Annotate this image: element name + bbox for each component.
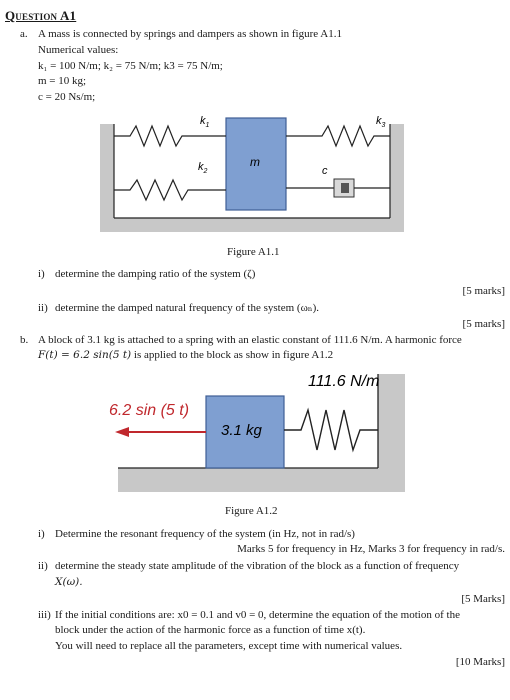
label-k1-sub: 1 xyxy=(206,122,210,129)
block xyxy=(205,395,285,469)
question-title: Question A1 xyxy=(5,8,77,23)
spring-constants-line: k₁ = 100 N/m; k₂ = 75 N/m; k3 = 75 N/m; xyxy=(38,60,223,72)
part-a-i-marks: [5 marks] xyxy=(462,285,505,297)
part-b-i-note: Marks 5 for frequency in Hz, Marks 3 for… xyxy=(237,543,505,555)
damper-c xyxy=(286,178,390,198)
part-b-ii-text: determine the steady state amplitude of … xyxy=(55,560,460,572)
svg-text:k1: k1 xyxy=(200,115,210,129)
part-a-intro: A mass is connected by springs and dampe… xyxy=(38,28,342,40)
spring-k2 xyxy=(114,178,226,202)
part-a-i-text: determine the damping ratio of the syste… xyxy=(55,268,256,280)
damping-value-line: c = 20 Ns/m; xyxy=(38,91,96,103)
part-b-iii-text3: You will need to replace all the paramet… xyxy=(55,640,403,652)
force-label: 6.2 sin (5 t) xyxy=(109,402,189,419)
label-k2: k xyxy=(198,161,204,173)
part-b-marker: b. xyxy=(20,334,29,346)
part-b-ii-marks: [5 Marks] xyxy=(461,593,505,605)
part-b-iii-marks: [10 Marks] xyxy=(455,656,505,668)
part-b-line1: A block of 3.1 kg is attached to a sprin… xyxy=(38,334,462,346)
part-b-iii-text: If the initial conditions are: x0 = 0.1 … xyxy=(55,609,460,621)
spring xyxy=(284,407,378,453)
svg-text:k3: k3 xyxy=(376,115,386,129)
part-b-iii-marker: iii) xyxy=(38,609,51,621)
figure-a1-1: k1 k2 k3 m c xyxy=(100,115,404,232)
part-a-ii-marker: ii) xyxy=(38,302,48,314)
mass-value-line: m = 10 kg; xyxy=(38,75,87,87)
part-a-ii-marks: [5 marks] xyxy=(462,318,505,330)
spring-k3 xyxy=(286,124,390,148)
part-a-i-marker: i) xyxy=(38,268,45,280)
part-b-line2: F(t) = 6.2 sin(5 t) is applied to the bl… xyxy=(38,349,333,362)
ground xyxy=(118,468,405,492)
label-k2-sub: 2 xyxy=(203,168,208,175)
part-a-marker: a. xyxy=(20,28,28,40)
part-b-ii-text2: X(ω). xyxy=(55,576,83,588)
spring-k1 xyxy=(114,124,226,148)
part-b-iii-text2: block under the action of the harmonic f… xyxy=(55,624,366,636)
force-arrow-head xyxy=(115,427,129,437)
mass-label: 3.1 kg xyxy=(221,422,263,439)
force-expression: F(t) = 6.2 sin(5 t) xyxy=(38,349,132,361)
spring-label: 111.6 N/m xyxy=(308,373,379,390)
label-k1: k xyxy=(200,115,206,127)
part-a-ii-text: determine the damped natural frequency o… xyxy=(55,302,319,314)
part-b-line2-text: is applied to the block as show in figur… xyxy=(131,349,334,361)
part-b-ii-marker: ii) xyxy=(38,560,48,572)
part-b-i-text: Determine the resonant frequency of the … xyxy=(55,528,355,540)
label-k3: k xyxy=(376,115,382,127)
svg-text:k2: k2 xyxy=(198,161,208,175)
wall xyxy=(378,374,405,468)
figure-a1-2: 111.6 N/m 6.2 sin (5 t) 3.1 kg xyxy=(109,373,405,492)
label-c: c xyxy=(322,165,328,177)
figure-a1-2-caption: Figure A1.2 xyxy=(225,505,278,517)
label-m: m xyxy=(250,155,260,169)
part-b-i-marker: i) xyxy=(38,528,45,540)
mass-block xyxy=(225,117,287,211)
left-wall xyxy=(100,124,114,230)
label-k3-sub: 3 xyxy=(382,122,386,129)
floor xyxy=(100,218,404,232)
figure-a1-1-caption: Figure A1.1 xyxy=(227,246,280,258)
right-wall xyxy=(390,124,404,230)
numerical-values-heading: Numerical values: xyxy=(38,44,119,56)
